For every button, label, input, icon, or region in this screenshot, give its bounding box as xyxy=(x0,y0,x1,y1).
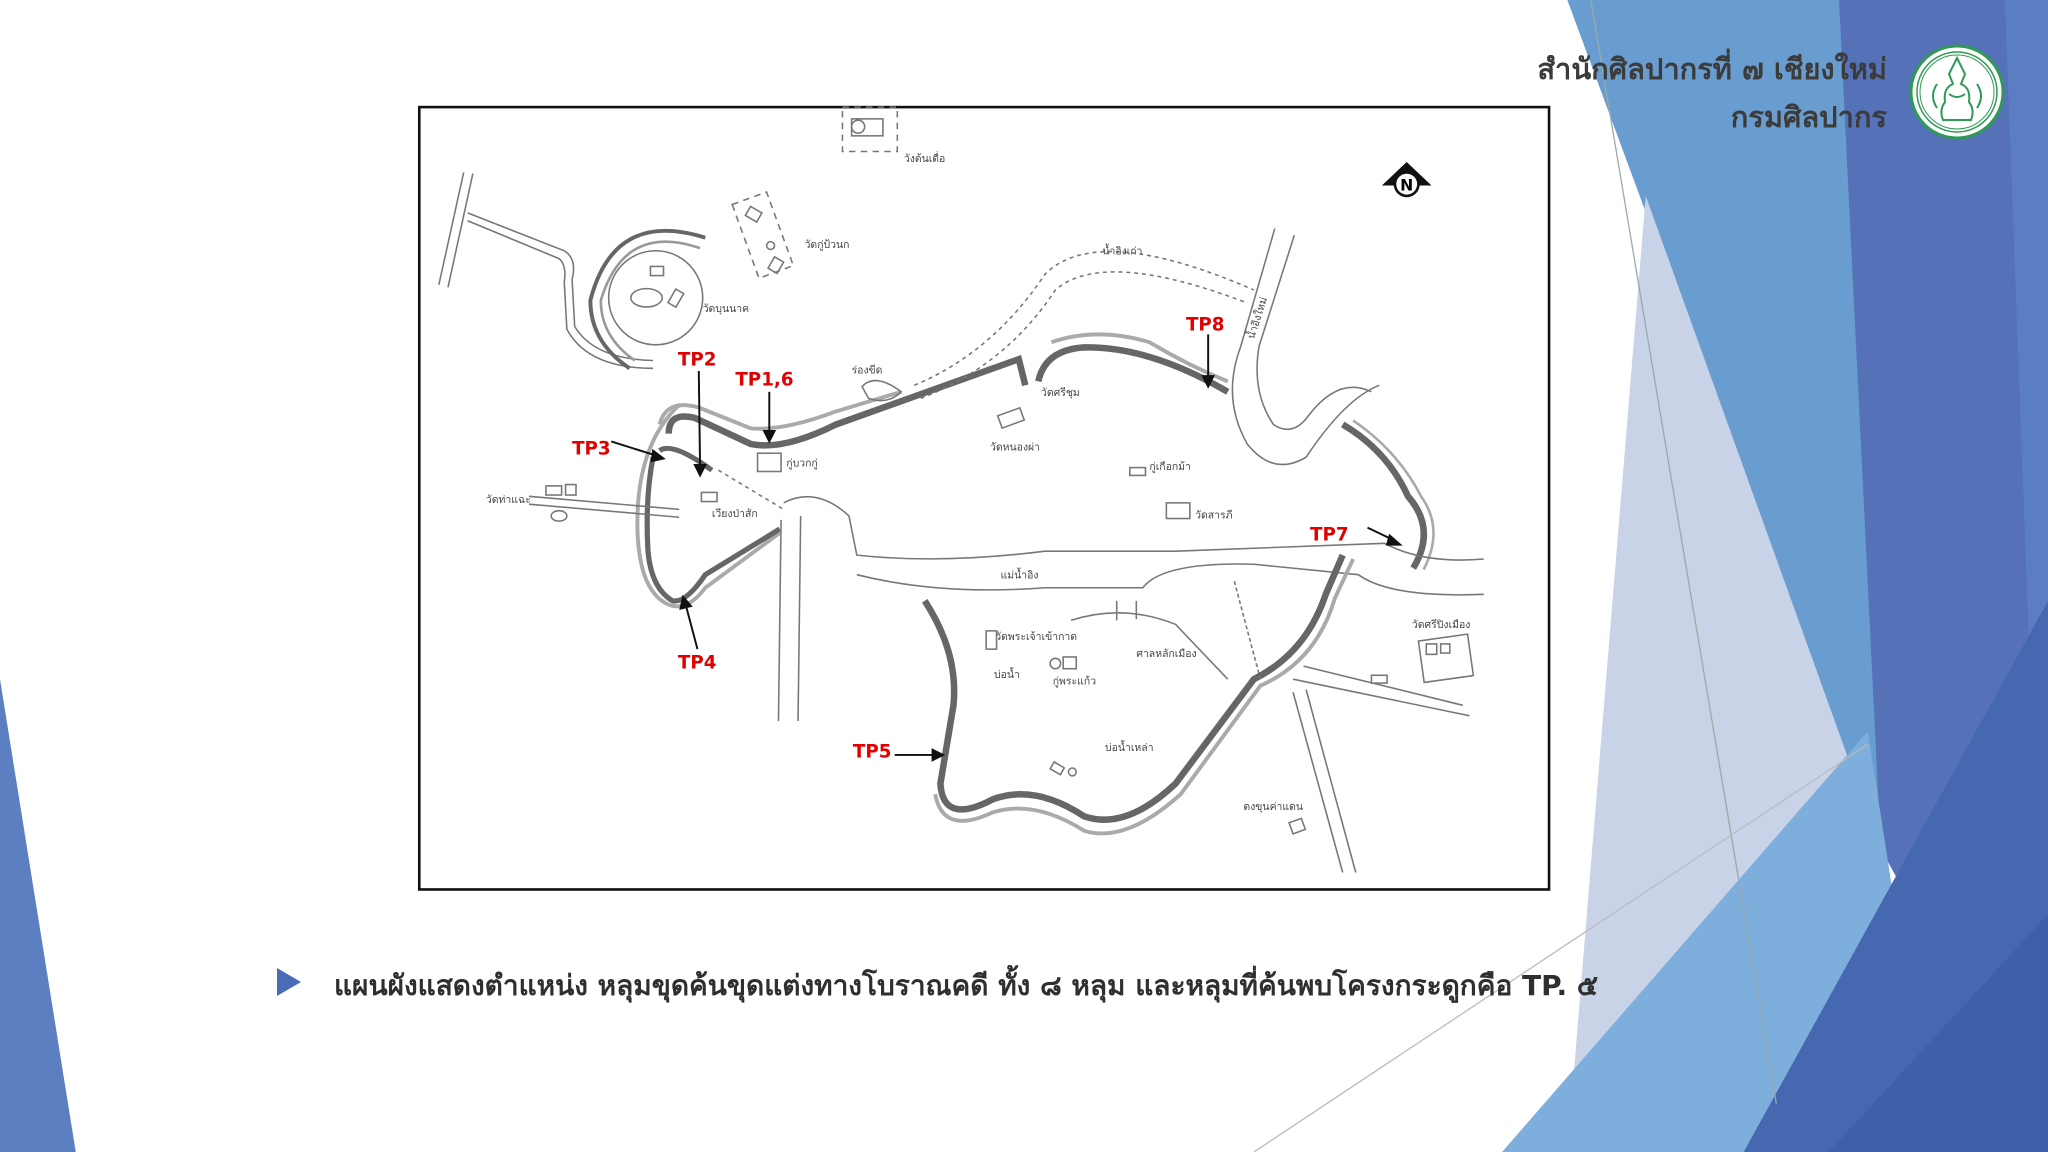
place-label: วัดสารภี xyxy=(1195,509,1232,522)
place-label: น้ำอิงเก่า xyxy=(1102,244,1142,258)
place-label: เวียงป่าสัก xyxy=(712,507,758,520)
place-label: วัดบุนนาค xyxy=(703,303,749,315)
place-label: วังต้นเดื่อ xyxy=(904,151,946,165)
map-linework xyxy=(438,106,1484,873)
place-label: บ่อน้ำ xyxy=(994,667,1020,681)
place-label: วัดท่าแฉะ xyxy=(486,494,531,506)
tp-label: TP4 xyxy=(678,653,717,674)
place-label: วัดศรีปิงเมือง xyxy=(1412,618,1470,631)
tp-label: TP3 xyxy=(572,439,611,460)
north-arrow-icon: N xyxy=(1381,161,1432,198)
place-label: บ่อน้ำเหล่า xyxy=(1105,740,1154,754)
place-label: วัดกู่ป้วนก xyxy=(805,239,850,251)
place-label: กู่เกือกม้า xyxy=(1149,460,1191,473)
place-label: แม่น้ำอิง xyxy=(1000,568,1038,582)
tp-label: TP2 xyxy=(678,350,717,371)
place-label: ดงขุนค่าแดน xyxy=(1243,801,1303,813)
place-label: วัดศรีชุม xyxy=(1041,386,1080,399)
department-name: กรมศิลปากร xyxy=(1730,100,1887,134)
bullet-arrow-icon xyxy=(277,968,301,996)
tp-label: TP7 xyxy=(1310,525,1349,546)
fine-arts-department-seal-icon xyxy=(1909,44,2005,140)
place-label: ศาลหลักเมือง xyxy=(1136,647,1196,660)
tp-label: TP5 xyxy=(853,742,892,763)
place-label: กู่พระแก้ว xyxy=(1053,675,1096,687)
test-pit-labels: TP2 TP1,6 TP3 TP4 TP5 TP7 TP8 xyxy=(572,314,1349,762)
place-label: วัดหนองผ่า xyxy=(990,442,1040,454)
tp-label: TP1,6 xyxy=(735,369,793,390)
office-name: สำนักศิลปากรที่ ๗ เชียงใหม่ xyxy=(1537,52,1887,86)
place-label: กู่บวกกู่ xyxy=(786,457,817,469)
tp-arrows xyxy=(610,334,1403,762)
tp-label: TP8 xyxy=(1186,314,1225,335)
svg-text:N: N xyxy=(1400,176,1413,195)
map-caption: แผนผังแสดงตำแหน่ง หลุมขุดค้นขุดแต่งทางโบ… xyxy=(334,969,1599,1002)
place-labels: วังต้นเดื่อ วัดกู่ป้วนก วัดบุนนาค ร่องขี… xyxy=(486,151,1470,813)
place-label: ร่องขีด xyxy=(852,364,883,377)
place-label: วัดพระเจ้าเข้ากาด xyxy=(995,631,1077,643)
map-frame xyxy=(417,105,1551,891)
